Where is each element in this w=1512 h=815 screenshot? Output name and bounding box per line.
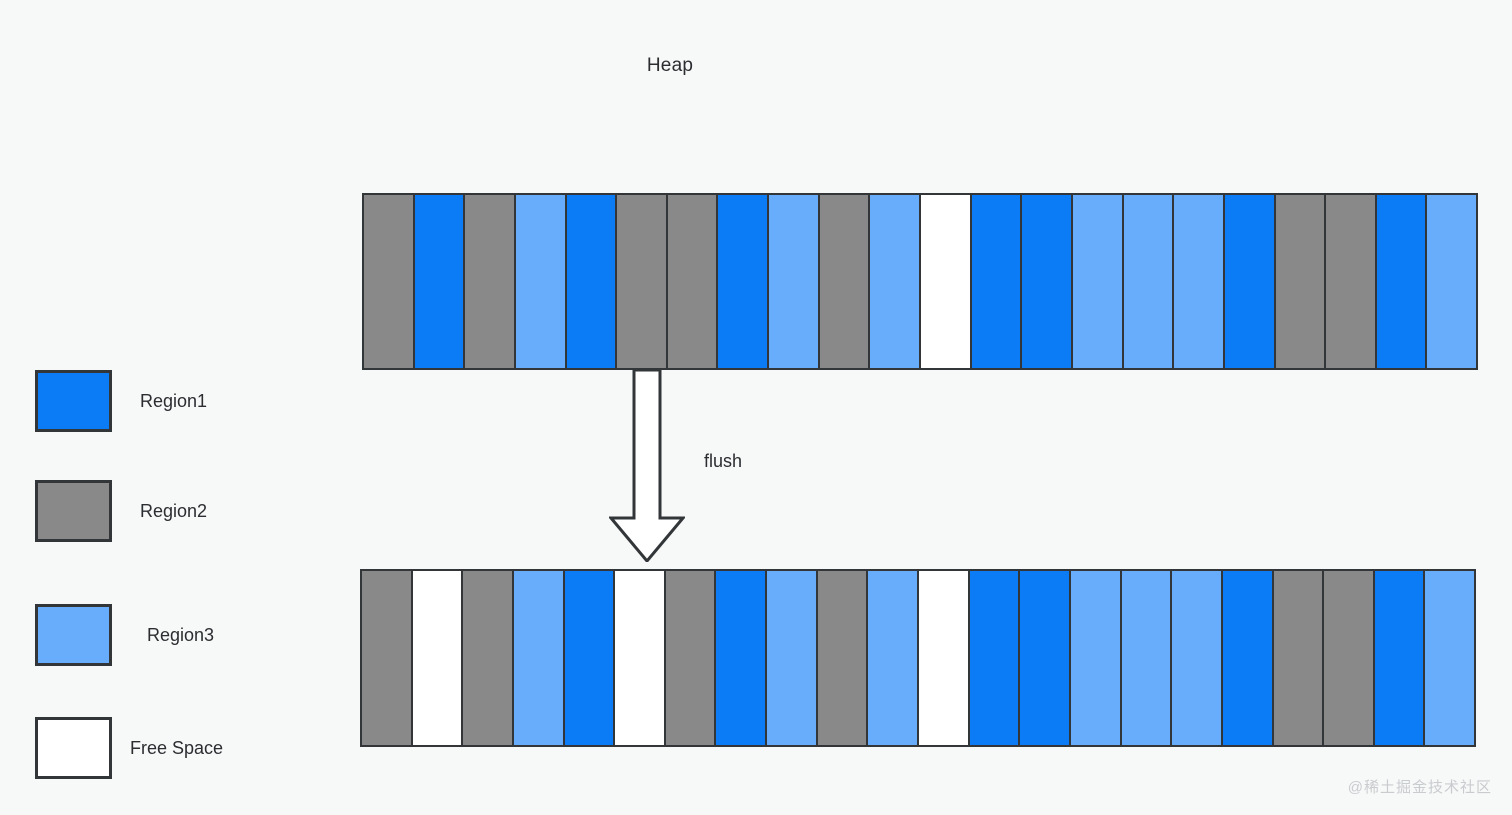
legend-swatch-free xyxy=(35,717,112,779)
heap-cell-region1 xyxy=(1019,571,1070,745)
heap-cell-region2 xyxy=(664,571,716,745)
heap-cell-region2 xyxy=(1274,195,1326,368)
heap-cell-region3 xyxy=(1171,571,1222,745)
heap-cell-region1 xyxy=(1373,571,1425,745)
heap-bar-after-flush xyxy=(360,569,1476,747)
heap-cell-region2 xyxy=(818,195,870,368)
heap-cell-region3 xyxy=(514,195,566,368)
heap-cell-region3 xyxy=(1173,195,1224,368)
heap-cell-region1 xyxy=(1375,195,1427,368)
heap-bar-before-flush xyxy=(362,193,1478,370)
heap-cell-region2 xyxy=(816,571,868,745)
flush-label: flush xyxy=(704,451,743,471)
heap-cell-region2 xyxy=(1272,571,1324,745)
heap-cell-region1 xyxy=(563,571,615,745)
legend-label-region1: Region1 xyxy=(140,391,208,411)
heap-cell-free xyxy=(411,571,463,745)
heap-cell-region2 xyxy=(1325,195,1376,368)
legend-item-region1: Region1 xyxy=(0,370,330,436)
heap-cell-region3 xyxy=(1426,195,1477,368)
heap-cell-region1 xyxy=(717,195,769,368)
heap-cell-free xyxy=(614,571,665,745)
heap-cell-free xyxy=(920,195,971,368)
heap-cell-region1 xyxy=(970,195,1022,368)
legend-swatch-region1 xyxy=(35,370,112,432)
heap-cell-region2 xyxy=(364,195,414,368)
flush-arrow-icon xyxy=(609,370,685,562)
heap-cell-region3 xyxy=(1122,195,1174,368)
heap-cell-region1 xyxy=(413,195,465,368)
legend-swatch-region2 xyxy=(35,480,112,542)
legend-label-free: Free Space xyxy=(130,738,224,758)
legend-item-region2: Region2 xyxy=(0,480,330,546)
heap-cell-region3 xyxy=(768,195,819,368)
heap-cell-region2 xyxy=(616,195,667,368)
heap-cell-region3 xyxy=(1069,571,1121,745)
heap-cell-region3 xyxy=(1120,571,1172,745)
heap-cell-region2 xyxy=(362,571,412,745)
heap-cell-region1 xyxy=(1221,571,1273,745)
heap-cell-region1 xyxy=(1021,195,1072,368)
legend-item-region3: Region3 xyxy=(0,604,330,670)
page-title: Heap xyxy=(646,55,694,76)
heap-cell-region3 xyxy=(512,571,564,745)
heap-cell-region1 xyxy=(1223,195,1275,368)
heap-cell-region1 xyxy=(715,571,767,745)
heap-cell-region2 xyxy=(666,195,718,368)
heap-cell-region1 xyxy=(565,195,617,368)
heap-cell-region3 xyxy=(1424,571,1475,745)
heap-cell-region2 xyxy=(464,195,515,368)
heap-cell-region3 xyxy=(869,195,921,368)
heap-cell-region3 xyxy=(766,571,817,745)
heap-cell-region2 xyxy=(1323,571,1374,745)
heap-cell-region1 xyxy=(968,571,1020,745)
watermark: @稀土掘金技术社区 xyxy=(1347,779,1492,796)
heap-cell-region3 xyxy=(867,571,919,745)
legend-item-free: Free Space xyxy=(0,717,330,783)
heap-cell-region2 xyxy=(462,571,513,745)
heap-cell-region3 xyxy=(1071,195,1123,368)
legend-label-region3: Region3 xyxy=(147,625,215,645)
legend-swatch-region3 xyxy=(35,604,112,666)
heap-cell-free xyxy=(918,571,969,745)
legend-label-region2: Region2 xyxy=(140,501,208,521)
